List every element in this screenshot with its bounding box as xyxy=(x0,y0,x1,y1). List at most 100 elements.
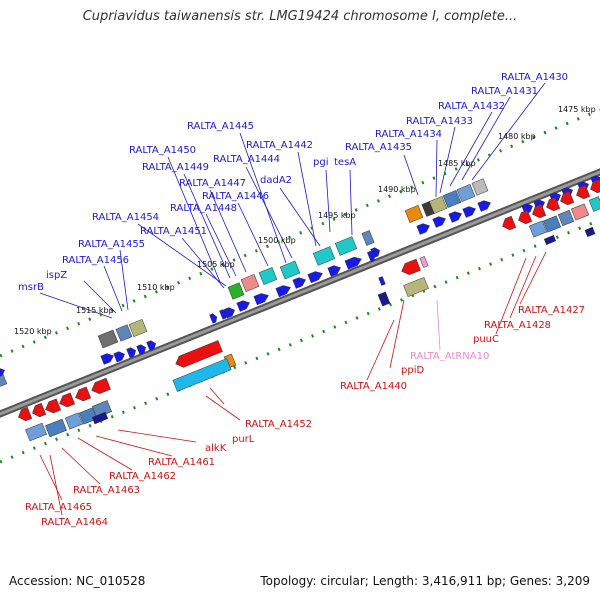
gene-arrow-forward xyxy=(344,256,362,270)
gene-block-top xyxy=(240,274,260,292)
gene-label: tesA xyxy=(334,157,356,168)
leader-line xyxy=(95,435,173,457)
leader-line xyxy=(103,265,123,312)
gene-features xyxy=(0,175,600,442)
gene-label: RALTA_A1447 xyxy=(179,178,246,189)
leader-line xyxy=(83,280,117,314)
gene-arrow-forward xyxy=(367,250,376,263)
leader-line xyxy=(349,169,353,236)
gene-block-top xyxy=(0,372,8,388)
gene-block-bottom xyxy=(542,215,562,233)
leader-line xyxy=(61,447,101,485)
gene-block-bottom xyxy=(45,418,67,438)
leader-line xyxy=(137,223,227,287)
gene-block-top xyxy=(334,236,358,256)
gene-block-bottom xyxy=(570,203,590,221)
gene-block-bottom xyxy=(377,291,391,307)
gene-arrow-forward xyxy=(113,351,125,363)
gene-block-top xyxy=(471,178,489,196)
gene-arrow-forward xyxy=(432,216,446,228)
gene-label: RALTA_A1444 xyxy=(213,154,280,165)
gene-block-bottom xyxy=(557,209,575,227)
gene-block-top xyxy=(97,329,119,349)
scale-label: 1475 kbp xyxy=(558,105,596,114)
leader-line xyxy=(119,249,129,311)
gene-label: RALTA_A1455 xyxy=(78,239,145,250)
gene-label: alkK xyxy=(205,443,227,454)
leader-line xyxy=(519,251,547,305)
leader-line xyxy=(245,166,293,259)
leader-line xyxy=(471,82,546,181)
gene-block-top xyxy=(442,190,462,208)
gene-arrow-forward xyxy=(292,277,306,289)
topology-text: Topology: circular; Length: 3,416,911 bp… xyxy=(260,574,590,588)
gene-arrow-forward xyxy=(100,353,114,365)
gene-block-bottom xyxy=(403,276,429,298)
gene-label: RALTA_A1430 xyxy=(501,72,568,83)
gene-label: RALTA_A1448 xyxy=(170,203,237,214)
leader-line xyxy=(449,111,493,187)
gene-block-top xyxy=(258,267,278,285)
gene-label: RALTA_A1442 xyxy=(246,140,313,151)
gene-label: RALTA_A1432 xyxy=(438,101,505,112)
gene-arrow-reverse xyxy=(560,190,575,206)
gene-arrow-reverse xyxy=(518,209,533,225)
scale-label: 1515 kbp xyxy=(76,306,114,315)
gene-label: RALTA_A1452 xyxy=(245,419,312,430)
top-strand-labels: RALTA_A1430 RALTA_A1431 RALTA_A1432 RALT… xyxy=(18,72,568,293)
leader-line xyxy=(403,154,419,196)
gene-label: pgi xyxy=(313,157,328,168)
gene-block-top xyxy=(361,230,375,246)
gene-label: RALTA_A1462 xyxy=(109,471,176,482)
scale-label: 1510 kbp xyxy=(137,283,175,292)
leader-line xyxy=(389,299,405,369)
gene-label: RALTA_A1454 xyxy=(92,212,159,223)
gene-arrow-reverse xyxy=(91,377,111,394)
scale-label: 1490 kbp xyxy=(378,185,416,194)
gene-block-top xyxy=(312,246,336,266)
leader-line xyxy=(279,187,321,247)
gene-label: msrB xyxy=(18,282,44,293)
gene-label: RALTA_AtRNA10 xyxy=(410,351,489,362)
scale-labels: 1475 kbp 1480 kbp 1485 kbp 1490 kbp 1495… xyxy=(14,105,596,336)
gene-block-bottom xyxy=(91,411,109,425)
gene-arrow-forward xyxy=(219,309,228,320)
gene-block-bottom xyxy=(528,220,548,238)
leader-line xyxy=(183,173,231,279)
gene-arrow-forward xyxy=(126,347,137,358)
leader-line xyxy=(366,319,395,381)
gene-block-top xyxy=(227,282,245,300)
bottom-strand-labels: RALTA_A1427 RALTA_A1428 puuC RALTA_AtRNA… xyxy=(25,305,585,528)
gene-arrow-reverse xyxy=(576,184,591,200)
scale-label: 1480 kbp xyxy=(498,132,536,141)
gene-arrow-reverse xyxy=(75,386,92,402)
gene-arrow-forward xyxy=(416,223,430,235)
leader-line xyxy=(49,454,63,516)
gene-label: puuC xyxy=(473,334,499,345)
leader-line xyxy=(77,437,133,471)
gene-block-bottom xyxy=(172,358,232,392)
gene-arrow-forward xyxy=(275,285,291,298)
gene-label: dadA2 xyxy=(260,175,292,186)
gene-label: RALTA_A1433 xyxy=(406,116,473,127)
gene-arrow-reverse xyxy=(590,178,600,194)
sequence-backbone xyxy=(0,168,600,418)
gene-label: RALTA_A1450 xyxy=(129,145,196,156)
gene-arrow-reverse xyxy=(18,406,33,422)
leader-line xyxy=(117,429,197,443)
accession-text: Accession: NC_010528 xyxy=(9,574,146,588)
leader-line xyxy=(325,169,331,233)
leader-line xyxy=(209,189,247,273)
gene-label: RALTA_A1464 xyxy=(41,517,108,528)
leader-line xyxy=(495,257,527,335)
scale-label: 1485 kbp xyxy=(438,159,476,168)
gene-block-top xyxy=(128,319,148,337)
gene-arrow-forward xyxy=(236,300,250,312)
gene-arrow-forward xyxy=(209,313,218,324)
gene-arrow-forward xyxy=(253,293,269,306)
gene-label: RALTA_A1445 xyxy=(187,121,254,132)
gene-arrow-forward xyxy=(146,340,157,351)
gene-arrow-reverse xyxy=(546,196,561,212)
leader-line xyxy=(435,139,438,198)
leader-line xyxy=(436,299,441,351)
